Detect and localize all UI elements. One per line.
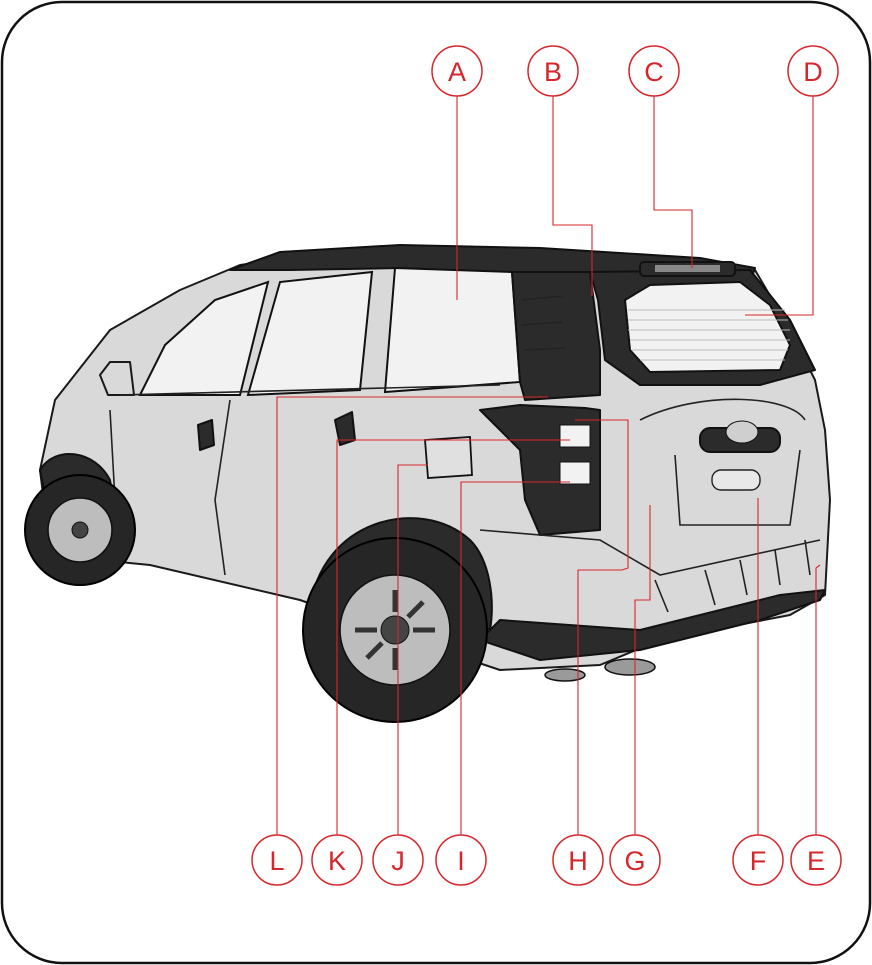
callout-e: E bbox=[790, 834, 842, 886]
svg-text:E: E bbox=[807, 846, 825, 876]
callout-b: B bbox=[527, 45, 579, 97]
callout-h: H bbox=[552, 834, 604, 886]
svg-text:G: G bbox=[624, 846, 645, 876]
leader-lines bbox=[276, 96, 821, 835]
callout-c: C bbox=[628, 45, 680, 97]
leader-d bbox=[745, 96, 814, 316]
leader-i bbox=[460, 481, 570, 835]
svg-text:B: B bbox=[544, 57, 562, 87]
callout-g: G bbox=[609, 834, 661, 886]
callout-k: K bbox=[311, 834, 363, 886]
leader-l bbox=[276, 396, 548, 835]
leader-g bbox=[634, 505, 651, 835]
svg-text:J: J bbox=[391, 846, 405, 876]
leader-b bbox=[552, 96, 593, 296]
svg-text:D: D bbox=[803, 57, 823, 87]
leader-c bbox=[653, 96, 693, 268]
callout-j: J bbox=[372, 834, 424, 886]
svg-text:L: L bbox=[269, 846, 284, 876]
svg-text:F: F bbox=[750, 846, 767, 876]
svg-text:H: H bbox=[568, 846, 588, 876]
svg-text:I: I bbox=[457, 846, 465, 876]
leader-h bbox=[575, 419, 629, 835]
callout-l: L bbox=[251, 834, 303, 886]
suv-rear-illustration bbox=[24, 244, 831, 723]
svg-text:A: A bbox=[448, 57, 466, 87]
callout-d: D bbox=[787, 45, 839, 97]
svg-text:K: K bbox=[328, 846, 346, 876]
leader-k bbox=[336, 439, 570, 835]
callout-f: F bbox=[732, 834, 784, 886]
leader-e bbox=[815, 564, 821, 835]
callout-a: A bbox=[431, 45, 483, 97]
leader-j bbox=[397, 464, 428, 835]
callout-i: I bbox=[435, 834, 487, 886]
svg-text:C: C bbox=[644, 57, 664, 87]
